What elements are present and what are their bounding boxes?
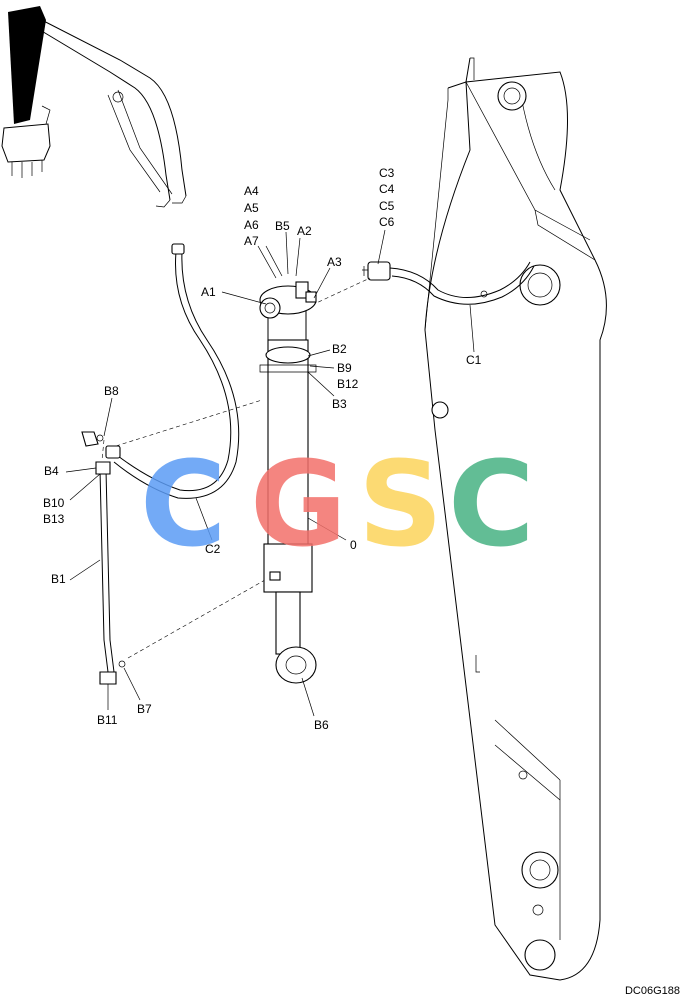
label-a3: A3 [327,255,342,269]
boom-structure [424,57,607,981]
overview-excavator-arm [1,6,187,208]
label-a6: A6 [244,218,259,232]
label-b6: B6 [314,718,329,732]
hose-c2 [105,243,240,499]
cgsc-watermark: C G S C [140,435,535,573]
label-b7: B7 [137,702,152,716]
label-c1: C1 [466,353,482,367]
label-a4: A4 [244,184,259,198]
label-a5: A5 [244,201,259,215]
label-c3: C3 [379,166,395,180]
label-a2: A2 [297,224,312,238]
label-b9: B9 [337,361,352,375]
callout-labels: A4 A5 A6 A7 B5 A2 A3 A1 C3 C4 C5 C6 B2 B… [43,166,482,732]
label-b13: B13 [43,512,65,526]
hose-c1 [362,261,535,305]
cylinder-assembly [259,281,317,684]
label-b5: B5 [275,219,290,233]
watermark-letter-s: S [358,435,443,573]
label-b1: B1 [51,572,66,586]
label-b10: B10 [43,496,65,510]
label-b4: B4 [44,464,59,478]
label-c5: C5 [379,199,395,213]
label-b12: B12 [337,377,359,391]
label-b3: B3 [332,397,347,411]
label-a7: A7 [244,234,259,248]
leader-lines [65,229,475,717]
label-c2: C2 [205,542,221,556]
watermark-letter-g: G [250,435,347,573]
label-c6: C6 [379,215,395,229]
watermark-letter-c2: C [448,435,535,573]
label-b11: B11 [97,713,118,727]
projection-lines [101,277,371,659]
label-b8: B8 [104,384,119,398]
label-c4: C4 [379,182,395,196]
pipe-b1 [81,431,126,685]
label-b2: B2 [332,342,347,356]
label-a1: A1 [201,285,216,299]
watermark-letter-c1: C [140,435,227,573]
label-zero: 0 [350,538,357,552]
drawing-code: DC06G188 [625,985,680,997]
